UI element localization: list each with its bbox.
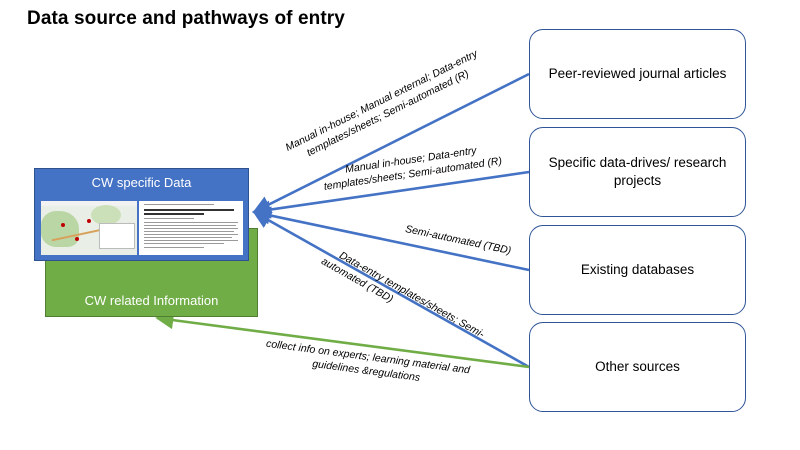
source-box-research-projects: Specific data-drives/ research projects: [529, 127, 746, 217]
source-box-journal-articles: Peer-reviewed journal articles: [529, 29, 746, 119]
source-label-research-projects: Specific data-drives/ research projects: [548, 154, 727, 188]
cw-specific-data-box: CW specific Data: [34, 168, 249, 261]
arrow-journals: [252, 72, 530, 214]
cw-related-information-label: CW related Information: [84, 293, 219, 308]
source-box-other-sources: Other sources: [529, 322, 746, 412]
page-title: Data source and pathways of entry: [27, 8, 345, 29]
source-label-journal-articles: Peer-reviewed journal articles: [548, 65, 727, 81]
article-screenshot-thumbnail: [139, 201, 243, 255]
arrow-projects: [252, 170, 530, 219]
map-screenshot-thumbnail: [41, 201, 137, 255]
arrow-databases: [252, 206, 530, 272]
source-box-existing-databases: Existing databases: [529, 225, 746, 315]
arrow-related-info: [155, 311, 530, 369]
source-label-other-sources: Other sources: [595, 358, 680, 374]
arrow-other: [252, 210, 530, 369]
source-label-existing-databases: Existing databases: [580, 261, 695, 277]
cw-specific-data-label: CW specific Data: [91, 175, 192, 190]
